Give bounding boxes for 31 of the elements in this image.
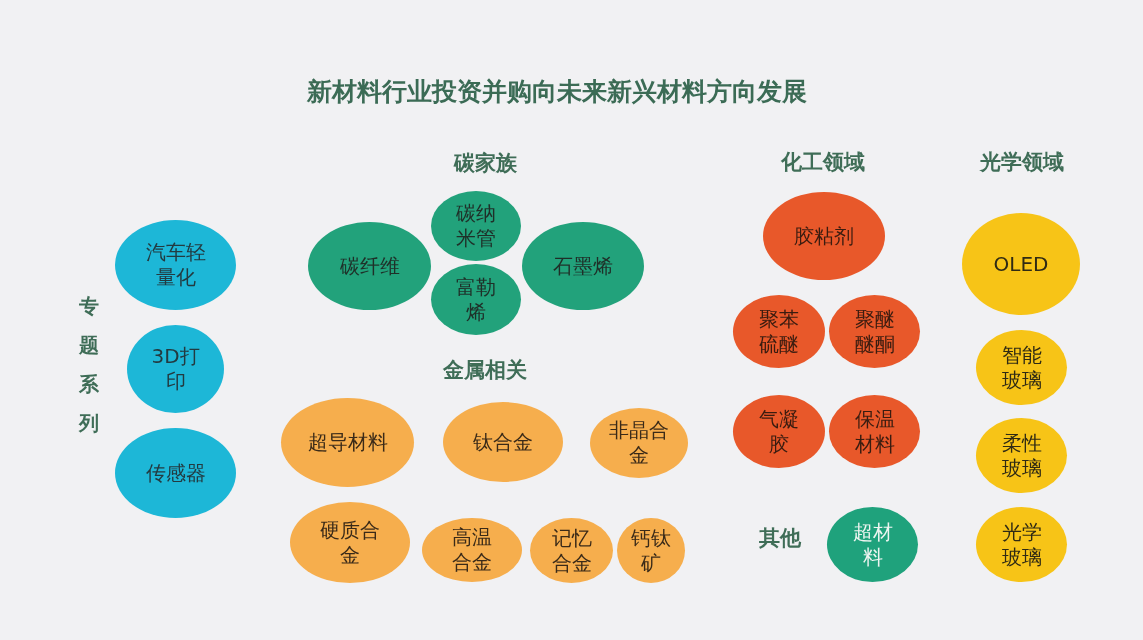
topic-name: 光学玻璃 xyxy=(1001,519,1042,570)
topic-name: 记忆合金 xyxy=(551,525,592,576)
group-heading: 其他 xyxy=(759,525,801,551)
topic-name: 汽车轻量化 xyxy=(145,240,206,290)
group-heading: 金属相关 xyxy=(443,357,527,383)
topic-name: 非晶合金 xyxy=(608,418,670,468)
topic-name: 智能玻璃 xyxy=(1001,342,1042,393)
topic-name: 聚苯硫醚 xyxy=(758,306,800,357)
topic-name: OLED xyxy=(993,251,1049,277)
topic-name: 气凝胶 xyxy=(758,406,800,457)
topic-name: 传感器 xyxy=(145,460,206,486)
topic-name: 超材料 xyxy=(852,519,893,570)
diagram-title: 新材料行业投资并购向未来新兴材料方向发展 xyxy=(307,77,807,107)
topic-name: 3D打印 xyxy=(150,344,201,394)
topic-name: 碳纳米管 xyxy=(455,201,497,251)
topic-name: 柔性玻璃 xyxy=(1001,430,1042,481)
topic-name: 钙钛矿 xyxy=(630,525,672,576)
topic-name: 保温材料 xyxy=(854,406,895,457)
topic-name: 聚醚醚酮 xyxy=(854,306,895,357)
group-heading: 专题系列 xyxy=(79,293,99,437)
topic-name: 硬质合金 xyxy=(319,517,381,568)
topic-name: 碳纤维 xyxy=(339,253,400,279)
topic-name: 高温合金 xyxy=(451,525,493,575)
group-heading: 碳家族 xyxy=(453,150,517,176)
group-heading: 光学领域 xyxy=(980,149,1064,175)
group-heading: 化工领域 xyxy=(781,149,865,175)
topic-name: 超导材料 xyxy=(307,430,388,455)
topic-name: 胶粘剂 xyxy=(794,223,854,249)
topic-name: 石墨烯 xyxy=(553,253,613,279)
topic-name: 钛合金 xyxy=(473,429,533,455)
topic-name: 富勒烯 xyxy=(455,274,497,325)
